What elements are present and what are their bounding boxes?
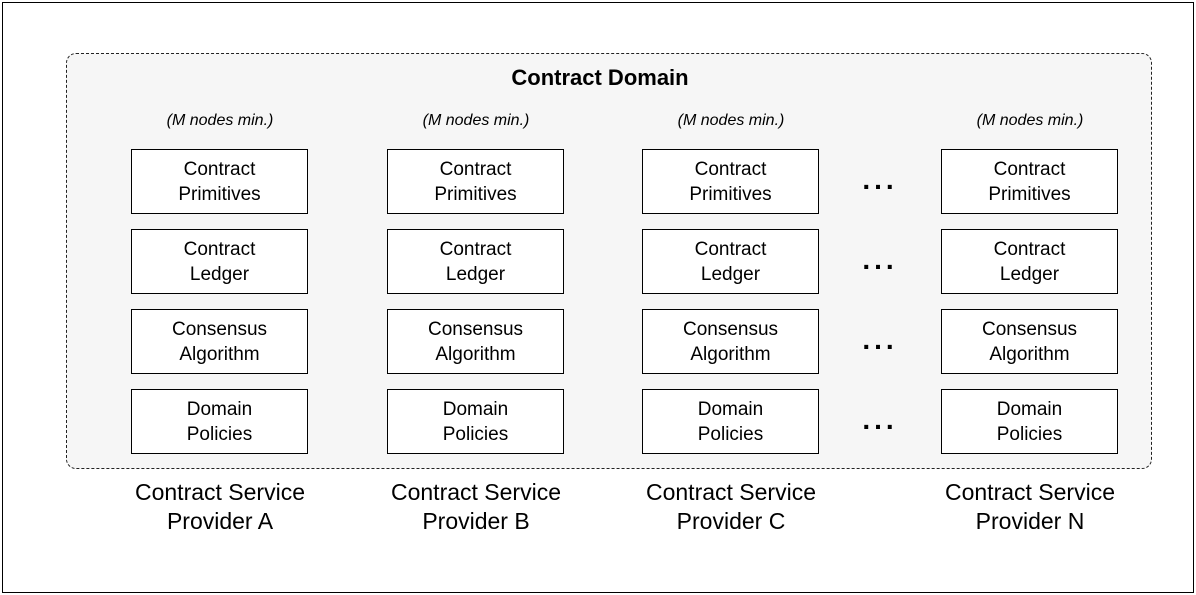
box-label-line1: Contract [993, 238, 1066, 260]
caption-line2: Provider A [166, 508, 274, 534]
box-label-line1: Domain [996, 398, 1063, 420]
box-label-line2: Policies [996, 423, 1063, 445]
caption-line1: Contract Service [645, 479, 816, 505]
ellipsis-row-2: ... [862, 244, 898, 275]
box-label-line1: Consensus [171, 318, 268, 340]
ellipsis-row-4: ... [862, 404, 898, 435]
provider-caption: Contract Service Provider N [920, 478, 1140, 536]
caption-line2: Provider N [975, 508, 1085, 534]
node-count-note: (M nodes min.) [166, 112, 274, 129]
domain-title: Contract Domain [511, 65, 689, 90]
box-label-line2: Ledger [189, 263, 250, 285]
box-label-line2: Policies [697, 423, 764, 445]
box-label-line2: Policies [186, 423, 253, 445]
box-label-line1: Domain [186, 398, 253, 420]
caption-line1: Contract Service [390, 479, 561, 505]
node-count-note: (M nodes min.) [422, 112, 530, 129]
caption-line2: Provider B [422, 508, 530, 534]
box-label-line1: Consensus [427, 318, 524, 340]
node-count-note: (M nodes min.) [976, 112, 1084, 129]
box-label-line1: Contract [993, 158, 1066, 180]
box-label-line2: Algorithm [179, 343, 260, 365]
box-label-line2: Primitives [689, 183, 772, 205]
box-label-line1: Consensus [981, 318, 1078, 340]
box-label-line1: Consensus [682, 318, 779, 340]
box-label-line2: Policies [442, 423, 509, 445]
box-label-line2: Algorithm [435, 343, 516, 365]
caption-line1: Contract Service [944, 479, 1115, 505]
box-label-line2: Algorithm [989, 343, 1070, 365]
box-label-line1: Contract [439, 238, 512, 260]
box-label-line1: Contract [439, 158, 512, 180]
node-count-note: (M nodes min.) [677, 112, 785, 129]
box-label-line2: Ledger [700, 263, 761, 285]
provider-caption: Contract Service Provider C [621, 478, 841, 536]
ellipsis-row-3: ... [862, 324, 898, 355]
box-label-line2: Ledger [445, 263, 506, 285]
box-label-line1: Contract [183, 158, 256, 180]
caption-line1: Contract Service [134, 479, 305, 505]
provider-caption: Contract Service Provider A [110, 478, 330, 536]
box-label-line1: Contract [183, 238, 256, 260]
box-label-line2: Primitives [434, 183, 517, 205]
box-label-line2: Primitives [988, 183, 1071, 205]
box-label-line1: Domain [697, 398, 764, 420]
provider-caption: Contract Service Provider B [366, 478, 586, 536]
ellipsis-row-1: ... [862, 164, 898, 195]
box-label-line1: Contract [694, 238, 767, 260]
box-label-line2: Primitives [178, 183, 261, 205]
box-label-line2: Ledger [999, 263, 1060, 285]
box-label-line2: Algorithm [690, 343, 771, 365]
box-label-line1: Contract [694, 158, 767, 180]
box-label-line1: Domain [442, 398, 509, 420]
caption-line2: Provider C [676, 508, 786, 534]
